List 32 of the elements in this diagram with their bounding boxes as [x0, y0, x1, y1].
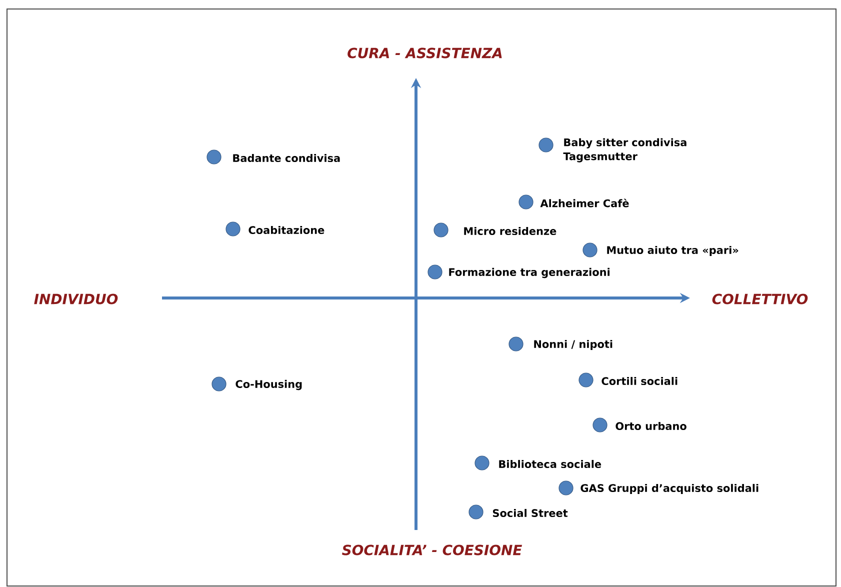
axis-label: CURA - ASSISTENZA: [348, 48, 502, 58]
node-label: Cortili sociali: [602, 376, 678, 386]
node-label: Formazione tra generazioni: [449, 268, 610, 278]
node-label: Biblioteca sociale: [499, 460, 602, 468]
labeled-point: Baby sitter condivisa Tagesmutter: [538, 138, 686, 162]
labeled-point: Biblioteca sociale: [474, 456, 602, 470]
node-label: Badante condivisa: [233, 154, 340, 162]
node-label: Co-Housing: [236, 380, 302, 390]
labeled-point: Nonni / nipoti: [508, 336, 612, 352]
labeled-point: Mutuo aiuto tra «pari»: [582, 242, 738, 258]
labeled-point: Orto urbano: [592, 418, 686, 432]
labeled-point: Formazione tra generazioni: [428, 264, 610, 280]
node-label: Baby sitter condivisa Tagesmutter: [563, 138, 686, 162]
labeled-point: Micro residenze: [434, 222, 556, 238]
labeled-point: Coabitazione: [226, 222, 324, 236]
node-label: Mutuo aiuto tra «pari»: [607, 246, 738, 256]
axis-label: COLLETTIVO: [712, 294, 808, 304]
labeled-point: Co-Housing: [212, 376, 302, 392]
labeled-point: Badante condivisa: [206, 150, 340, 164]
axis-label: INDIVIDUO: [34, 294, 118, 304]
labeled-point: Alzheimer Cafè: [518, 194, 629, 210]
labeled-point: Social Street: [468, 504, 568, 520]
node-label: Nonni / nipoti: [534, 340, 612, 350]
node-label: Micro residenze: [464, 226, 556, 236]
node-label: GAS Gruppi d’acquisto solidali: [580, 484, 758, 494]
node-label: Alzheimer Cafè: [540, 198, 629, 208]
node-label: Coabitazione: [248, 226, 324, 234]
labeled-point: GAS Gruppi d’acquisto solidali: [558, 480, 758, 496]
axis-label: SOCIALITA’ - COESIONE: [342, 544, 522, 556]
node-label: Social Street: [492, 508, 568, 518]
node-label: Orto urbano: [616, 422, 686, 430]
labeled-point: Cortili sociali: [578, 372, 678, 388]
